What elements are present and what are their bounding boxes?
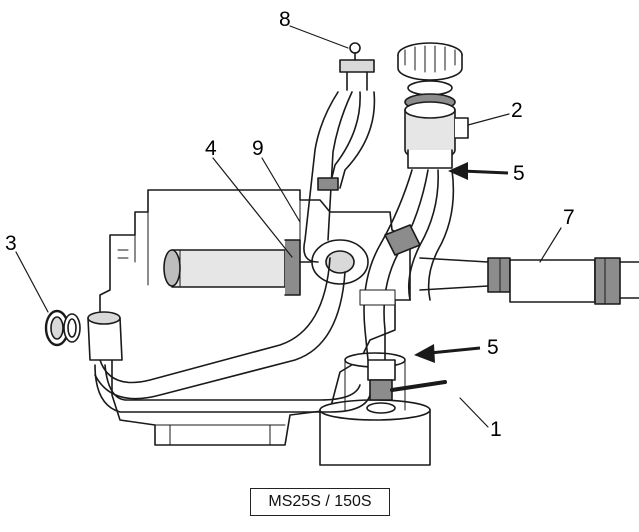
callout-1: 1 (490, 418, 502, 441)
callout-2: 2 (511, 99, 523, 122)
heat-exchanger (163, 239, 301, 296)
callout-8: 8 (279, 8, 291, 31)
pump-hose-loop (94, 257, 373, 413)
raw-water-filter (397, 42, 469, 169)
callout-7: 7 (563, 206, 575, 229)
callout-9: 9 (252, 137, 264, 160)
arrow-5-upper (448, 162, 509, 180)
model-caption: MS25S / 150S (250, 488, 390, 516)
outlet-fitting (87, 311, 123, 361)
callout-3: 3 (5, 232, 17, 255)
gasket-set (44, 309, 81, 347)
arrow-5-lower (414, 344, 481, 363)
seacock-valve (366, 359, 447, 414)
thermostat-fitting (339, 42, 375, 91)
callout-5-lower: 5 (487, 336, 499, 359)
callout-5-upper: 5 (513, 162, 525, 185)
exhaust-hose (419, 257, 639, 305)
callout-4: 4 (205, 137, 217, 160)
raw-water-hoses (359, 169, 455, 361)
hose-set (303, 91, 376, 263)
leader-lines (15, 25, 562, 428)
